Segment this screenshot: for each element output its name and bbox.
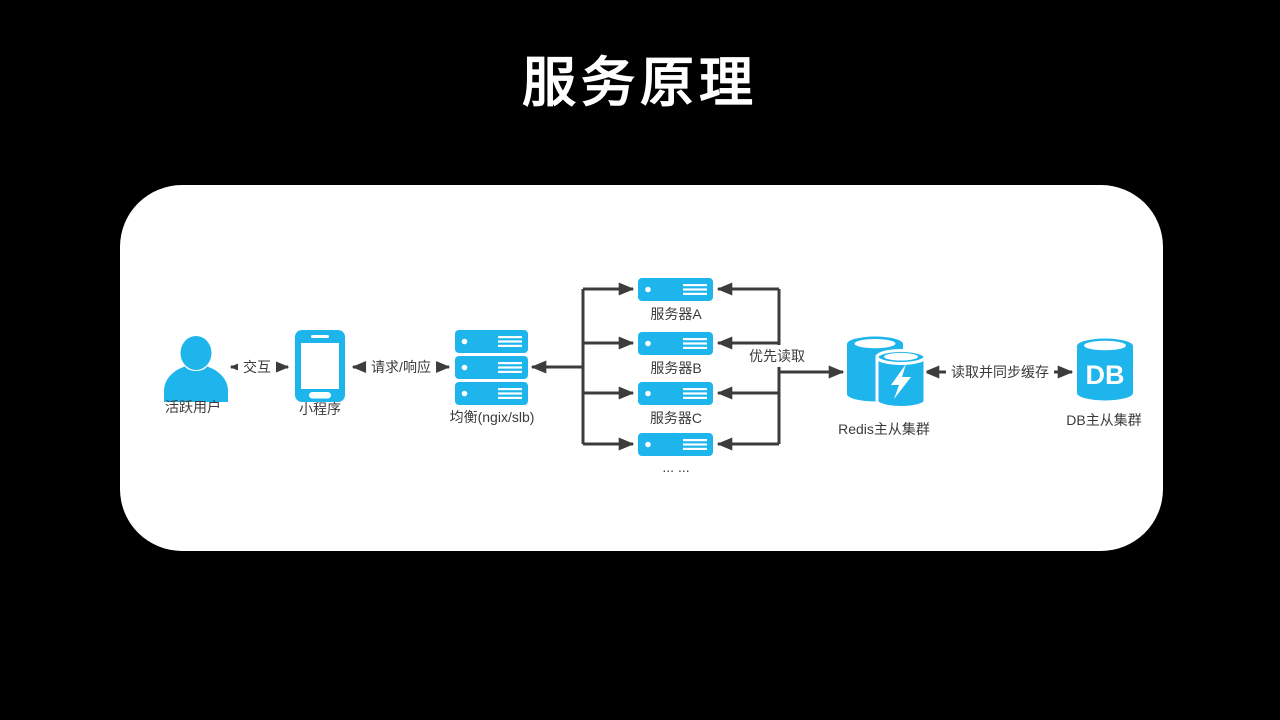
user-label: 活跃用户 [165, 399, 221, 415]
load-balancer-icon [455, 330, 528, 405]
server-b-label: 服务器B [650, 360, 702, 376]
page-title: 服务原理 [522, 53, 758, 113]
mini-program-label: 小程序 [299, 401, 341, 417]
server-c-icon [638, 382, 713, 405]
edge-label-interaction: 交互 [238, 356, 276, 378]
redis-icon [847, 336, 927, 409]
lightning-bolt-icon [891, 364, 911, 399]
edge-label-read-sync-cache: 读取并同步缓存 [946, 361, 1054, 383]
load-balancer-label: 均衡(ngix/slb) [449, 409, 535, 425]
server-a-icon [638, 278, 713, 301]
db-icon-text: DB [1086, 360, 1125, 390]
server-c-label: 服务器C [649, 410, 703, 426]
edge-label-priority-read: 优先读取 [744, 345, 810, 367]
server-ellipsis-label: ... ... [662, 459, 690, 475]
db-icon: DB [1077, 338, 1133, 401]
user-icon [164, 336, 228, 402]
server-a-label: 服务器A [650, 306, 702, 322]
mini-program-icon [295, 330, 345, 402]
server-n-icon [638, 433, 713, 456]
redis-label: Redis主从集群 [838, 421, 930, 437]
db-label: DB主从集群 [1066, 412, 1142, 428]
edge-label-request-response: 请求/响应 [366, 356, 436, 378]
server-b-icon [638, 332, 713, 355]
